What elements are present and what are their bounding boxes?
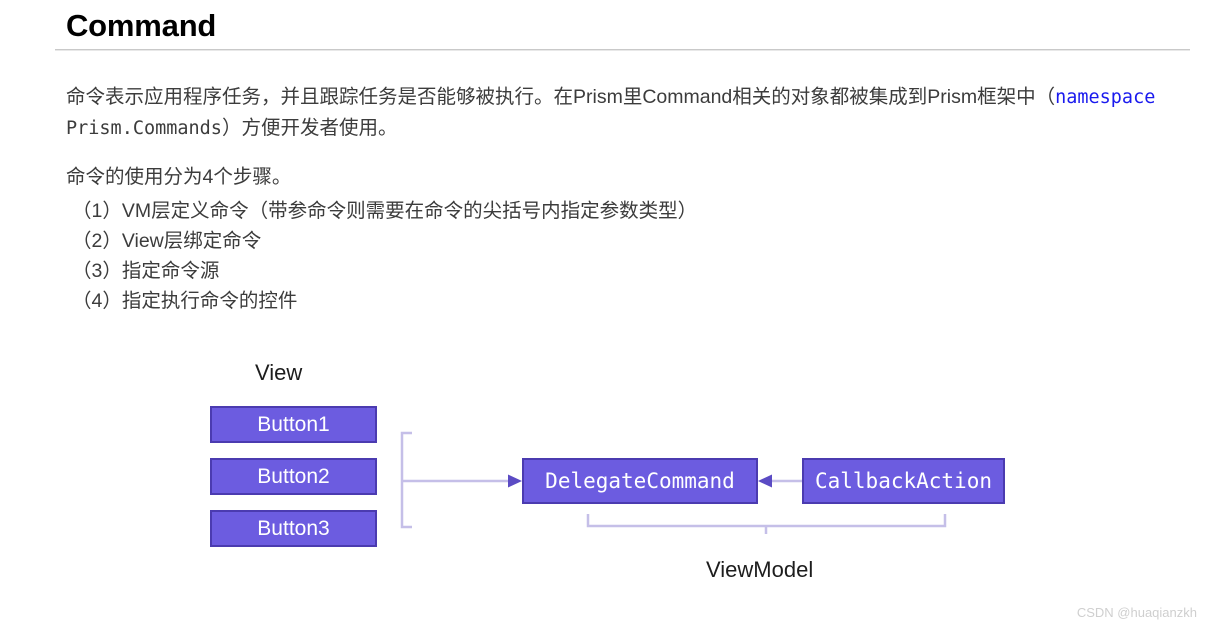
step-item-2: （2）View层绑定命令 xyxy=(72,230,262,252)
steps-intro: 命令的使用分为4个步骤。 xyxy=(66,166,292,188)
button-node-2[interactable]: Button2 xyxy=(210,458,377,495)
callback-action-node[interactable]: CallbackAction xyxy=(802,458,1005,504)
intro-text-part-2: ）方便开发者使用。 xyxy=(221,117,398,139)
button-node-3[interactable]: Button3 xyxy=(210,510,377,547)
intro-code-part: Prism.Commands xyxy=(66,118,222,139)
viewmodel-group-bracket xyxy=(586,514,947,528)
title-divider xyxy=(55,49,1190,51)
intro-paragraph: 命令表示应用程序任务，并且跟踪任务是否能够被执行。在Prism里Command相… xyxy=(66,82,1176,144)
watermark: CSDN @huaqianzkh xyxy=(1076,605,1197,620)
keyword-namespace: namespace xyxy=(1055,87,1156,108)
intro-text-part-1: 命令表示应用程序任务，并且跟踪任务是否能够被执行。在Prism里Command相… xyxy=(66,86,1056,108)
view-to-command-arrowhead xyxy=(508,474,522,488)
step-item-4: （4）指定执行命令的控件 xyxy=(72,290,298,312)
viewmodel-group-label: ViewModel xyxy=(706,557,814,582)
delegate-command-node[interactable]: DelegateCommand xyxy=(522,458,758,504)
view-group-label: View xyxy=(255,360,303,385)
step-item-3: （3）指定命令源 xyxy=(72,260,220,282)
callback-to-command-arrowhead xyxy=(758,474,772,488)
button-node-1[interactable]: Button1 xyxy=(210,406,377,443)
step-item-1: （1）VM层定义命令（带参命令则需要在命令的尖括号内指定参数类型） xyxy=(72,200,698,222)
page-title: Command xyxy=(66,8,217,43)
